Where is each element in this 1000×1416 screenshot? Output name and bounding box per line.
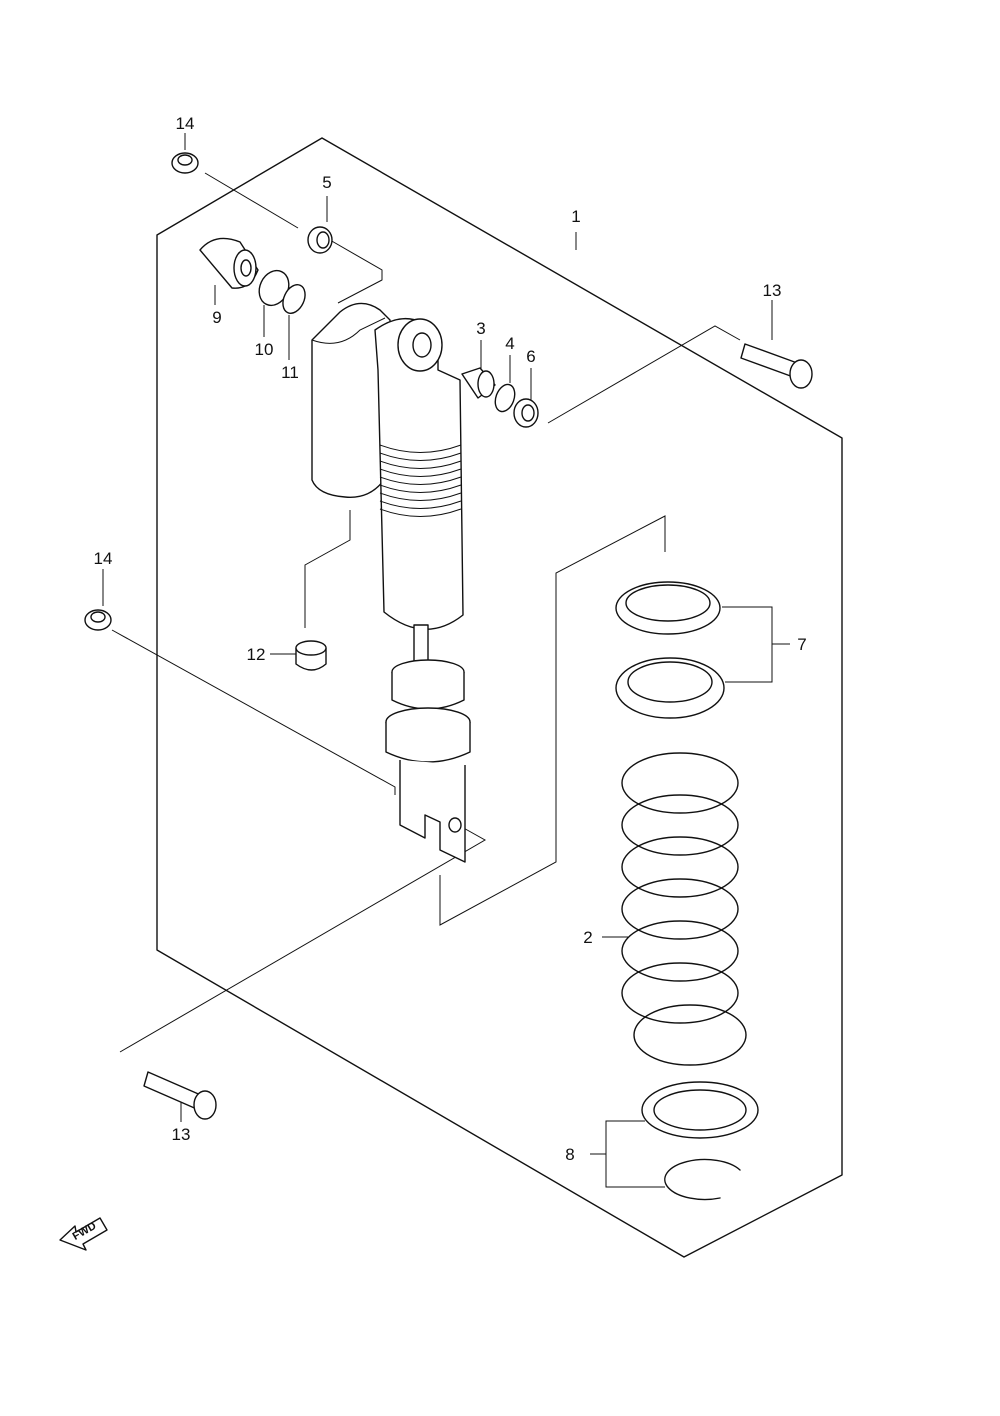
callout-4: 4 xyxy=(505,334,514,353)
leader-lines xyxy=(102,133,790,1188)
callout-2: 2 xyxy=(583,928,592,947)
callout-5: 5 xyxy=(322,173,331,192)
bearing-9 xyxy=(199,237,259,289)
assembly-boundary xyxy=(156,137,843,1258)
callout-3: 3 xyxy=(476,319,485,338)
bolt-13-top xyxy=(740,343,813,389)
shock-reservoir xyxy=(311,302,391,498)
callout-13-bottom: 13 xyxy=(172,1125,191,1144)
o-ring-11 xyxy=(282,284,306,314)
shock-body xyxy=(374,317,471,863)
callout-14-top: 14 xyxy=(176,114,195,133)
adjuster-rings-7 xyxy=(615,581,725,719)
callout-10: 10 xyxy=(255,340,274,359)
nut-14-mid xyxy=(84,609,112,631)
coil-spring-2 xyxy=(621,752,747,1066)
callout-11: 11 xyxy=(281,363,299,382)
callout-7: 7 xyxy=(797,635,806,654)
collar-3 xyxy=(461,367,496,399)
callout-14-mid: 14 xyxy=(94,549,113,568)
callout-13-top: 13 xyxy=(763,281,782,300)
shock-thread-rings xyxy=(379,444,462,517)
bolt-13-bottom xyxy=(143,1071,217,1120)
callout-6: 6 xyxy=(526,347,535,366)
callout-labels: 1 2 3 4 5 6 7 8 9 10 11 12 13 13 14 14 xyxy=(94,114,807,1164)
callout-12: 12 xyxy=(247,645,266,664)
arrow-left-icon xyxy=(59,1217,108,1251)
spring-seat-8 xyxy=(641,1081,759,1201)
fwd-direction-marker: FWD xyxy=(59,1217,108,1251)
callout-9: 9 xyxy=(212,308,221,327)
bushing-6 xyxy=(513,398,539,428)
bushing-12 xyxy=(295,640,327,671)
callout-1: 1 xyxy=(571,207,580,226)
callout-8: 8 xyxy=(565,1145,574,1164)
nut-14-top xyxy=(171,152,199,174)
circlip-4 xyxy=(494,383,516,413)
bushing-5 xyxy=(307,226,333,254)
